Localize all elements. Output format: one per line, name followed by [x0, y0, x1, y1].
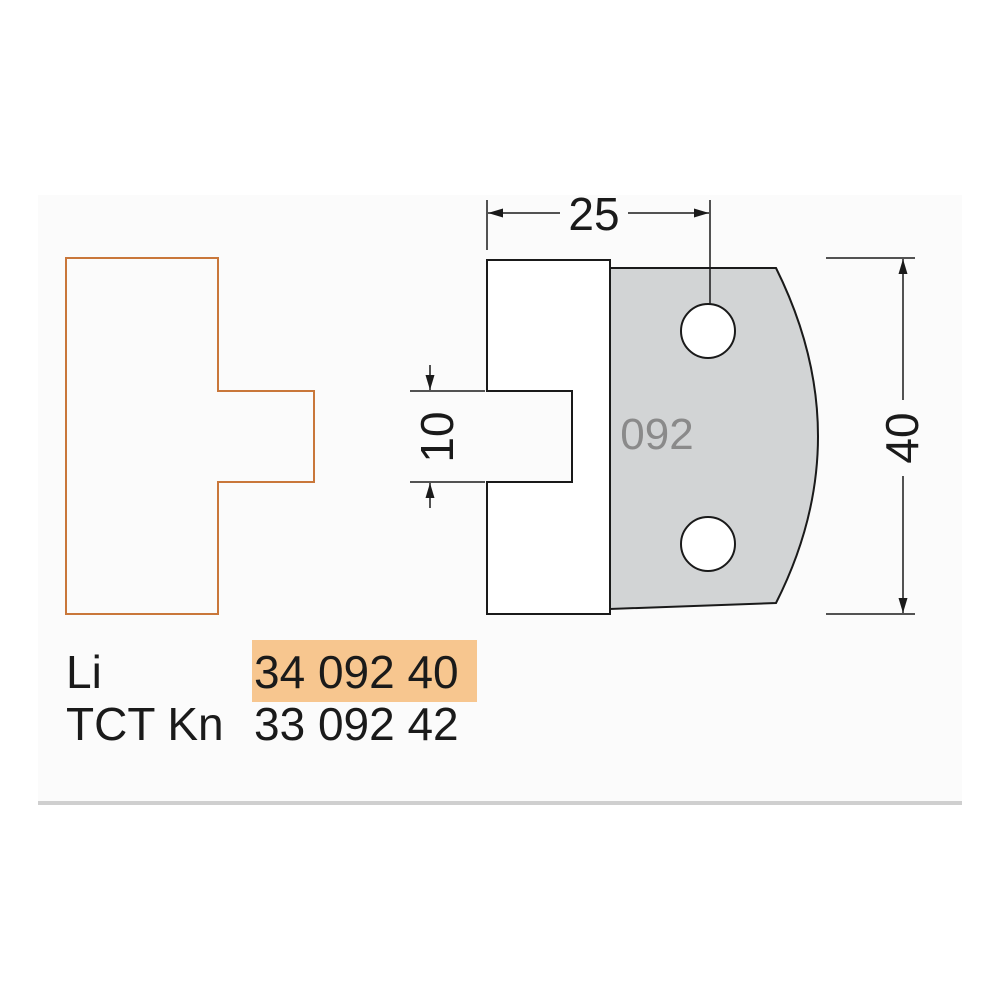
mounting-hole-top [680, 303, 736, 359]
height-dimension-label: 40 [876, 412, 928, 463]
width-dimension-label: 25 [568, 188, 619, 240]
row-label-tct-kn: TCT Kn [66, 698, 224, 750]
profile-outline [65, 257, 315, 615]
profile-code: 092 [620, 410, 693, 459]
knife-plate [609, 267, 819, 611]
slot-dimension-label: 10 [411, 411, 463, 462]
row-value-li: 34 092 40 [254, 646, 459, 698]
highlight-marker [252, 640, 477, 702]
limiter-body [486, 259, 611, 615]
mounting-hole-bottom [680, 516, 736, 572]
bottom-divider [38, 801, 962, 805]
row-value-tct-kn: 33 092 42 [254, 698, 459, 750]
row-label-li: Li [66, 646, 102, 698]
